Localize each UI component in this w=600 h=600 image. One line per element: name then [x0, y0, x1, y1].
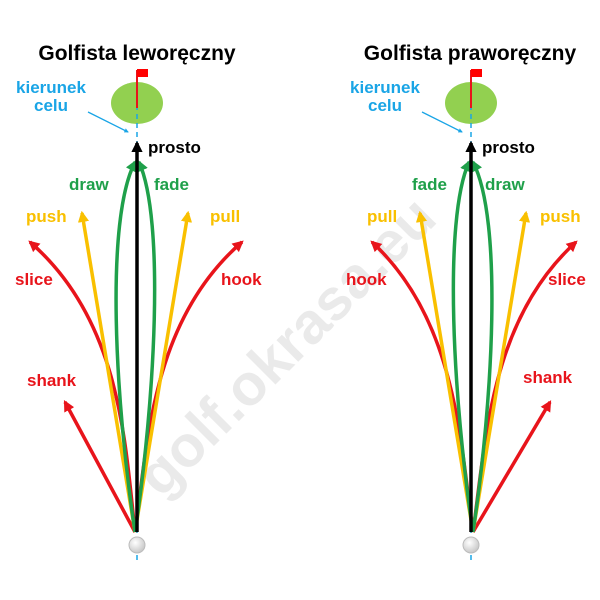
panel-right-handed: Golfista praworęczny kierunek celu prost… — [346, 42, 586, 560]
fade-arrow — [451, 159, 475, 533]
label-pull: pull — [210, 207, 240, 226]
flag-icon — [137, 69, 148, 77]
golf-ball-icon — [128, 536, 146, 554]
label-straight: prosto — [148, 138, 201, 157]
label-pull: pull — [367, 207, 397, 226]
shank-arrow — [471, 400, 552, 533]
panel-left-handed: Golfista leworęczny kierunek celu prosto… — [15, 42, 262, 560]
label-slice: slice — [548, 270, 586, 289]
label-straight: prosto — [482, 138, 535, 157]
flag-icon — [471, 69, 482, 77]
draw-arrow — [471, 160, 494, 533]
label-push: push — [26, 207, 67, 226]
golf-ball-icon — [462, 536, 480, 554]
label-slice: slice — [15, 270, 53, 289]
target-direction-label: kierunek — [16, 78, 86, 97]
label-draw: draw — [485, 175, 525, 194]
fade-arrow — [133, 159, 157, 533]
panel-title: Golfista praworęczny — [364, 42, 577, 65]
target-direction-label-2: celu — [34, 96, 68, 115]
label-fade: fade — [154, 175, 189, 194]
label-shank: shank — [523, 368, 573, 387]
draw-arrow — [114, 160, 137, 533]
shank-arrow — [63, 400, 137, 533]
panel-title: Golfista leworęczny — [38, 42, 236, 65]
label-hook: hook — [346, 270, 387, 289]
target-direction-label: kierunek — [350, 78, 420, 97]
target-pointer-arrow — [421, 111, 463, 133]
label-hook: hook — [221, 270, 262, 289]
label-fade: fade — [412, 175, 447, 194]
target-pointer-arrow — [87, 111, 129, 133]
label-push: push — [540, 207, 581, 226]
label-shank: shank — [27, 371, 77, 390]
label-draw: draw — [69, 175, 109, 194]
target-direction-label-2: celu — [368, 96, 402, 115]
